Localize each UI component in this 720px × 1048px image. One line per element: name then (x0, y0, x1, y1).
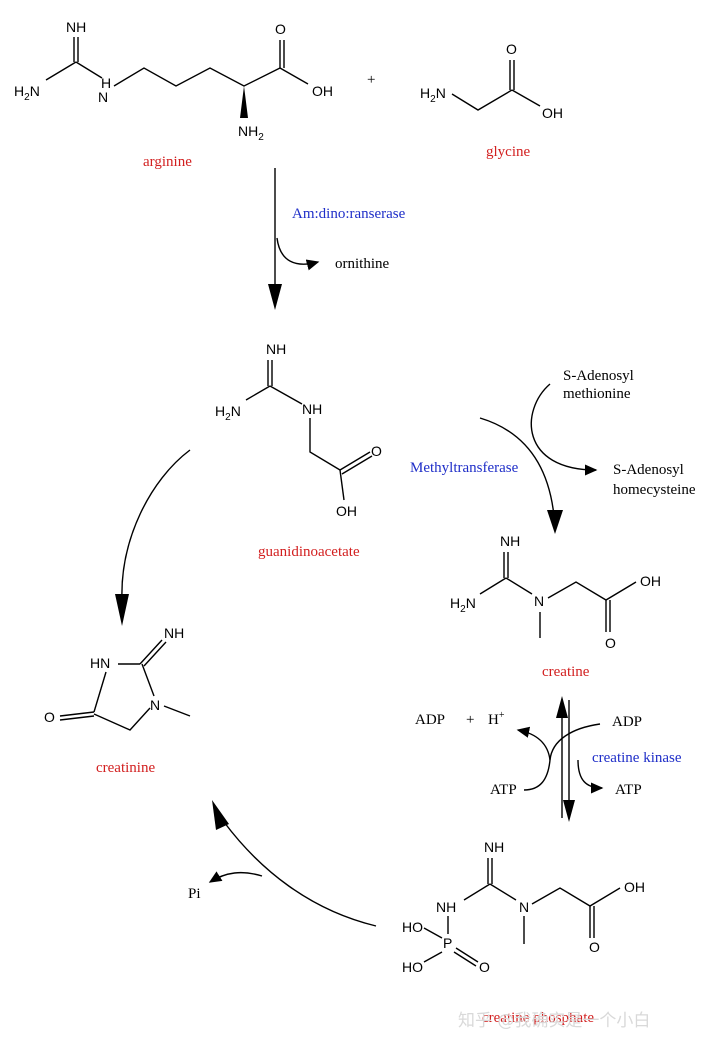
atom-imine: NH (484, 839, 504, 855)
atom-nh: NH (436, 899, 456, 915)
atom-n: N (534, 593, 544, 609)
creatinine-label: creatinine (96, 760, 155, 776)
arrow-guanidinoacetate-to-creatinine (115, 449, 191, 626)
atom-imine: NH (266, 341, 286, 357)
atom-ho-2: HO (402, 959, 423, 975)
guanidinoacetate-structure: NH H2N NH O OH (215, 341, 382, 519)
glycine-label: glycine (486, 144, 530, 160)
atom-h2n: H2N (450, 595, 476, 615)
atom-o: O (371, 443, 382, 459)
atom-oh: OH (336, 503, 357, 519)
sam-label-line2: methionine (563, 386, 631, 402)
atom-n: N (519, 899, 529, 915)
creatine-phosphate-label: creatine phosphate (482, 1010, 594, 1026)
atom-imine: NH (164, 625, 184, 641)
atom-p: P (443, 935, 452, 951)
creatine-phosphate-structure: NH NH N OH O HO P HO O (402, 839, 645, 975)
adp-right-label: ADP (612, 714, 642, 730)
sah-label-line1: S-Adenosyl (613, 462, 684, 478)
atom-nh-h: H (101, 75, 111, 91)
adp-left-label: ADP (415, 712, 445, 728)
enzyme-creatine-kinase: creatine kinase (592, 750, 682, 766)
pi-label: Pi (188, 886, 201, 902)
atom-o: O (506, 41, 517, 57)
atom-h2n: H2N (215, 403, 241, 423)
enzyme-amidinotransferase: Am:dino:ranserase (292, 206, 406, 222)
atom-ho-1: HO (402, 919, 423, 935)
atom-oh: OH (624, 879, 645, 895)
enzyme-methyltransferase: Methyltransferase (410, 460, 519, 476)
atom-nh: NH (302, 401, 322, 417)
atom-hn: HN (90, 655, 110, 671)
atom-o: O (44, 709, 55, 725)
plus-sign-left: + (466, 712, 474, 728)
ornithine-label: ornithine (335, 256, 389, 272)
creatine-structure: NH H2N N OH O (450, 533, 661, 651)
arrow-creatine-kinase-equilibrium (516, 696, 604, 822)
guanidinoacetate-label: guanidinoacetate (258, 544, 360, 560)
atp-left-label: ATP (490, 782, 517, 798)
atom-o: O (275, 21, 286, 37)
h-plus-label: H+ (488, 710, 505, 728)
atom-o-phosphate: O (479, 959, 490, 975)
atom-n: N (98, 89, 108, 105)
watermark: 知乎 @我确实是一个小白 (458, 1011, 650, 1031)
atp-right-label: ATP (615, 782, 642, 798)
atom-imine: NH (66, 19, 86, 35)
atom-h2n: H2N (14, 83, 40, 103)
creatine-label: creatine (542, 664, 590, 680)
sam-label-line1: S-Adenosyl (563, 368, 634, 384)
atom-oh: OH (542, 105, 563, 121)
sah-label-line2: homecysteine (613, 482, 696, 498)
atom-n: N (150, 697, 160, 713)
atom-imine: NH (500, 533, 520, 549)
arginine-label: arginine (143, 154, 192, 170)
creatinine-structure: NH HN N O (44, 625, 191, 731)
atom-oh: OH (640, 573, 661, 589)
atom-nh2: NH2 (238, 123, 264, 143)
atom-o: O (605, 635, 616, 651)
arrow-creatine-phosphate-to-creatinine (208, 800, 377, 927)
glycine-structure: O H2N OH (420, 41, 563, 121)
atom-h2n: H2N (420, 85, 446, 105)
atom-oh: OH (312, 83, 333, 99)
atom-o: O (589, 939, 600, 955)
plus-sign: + (367, 72, 375, 88)
arrow-guanidinoacetate-to-creatine (479, 383, 598, 534)
arginine-structure: NH H2N N H O OH NH2 (14, 19, 333, 143)
arrow-arginine-to-guanidinoacetate (268, 168, 320, 310)
